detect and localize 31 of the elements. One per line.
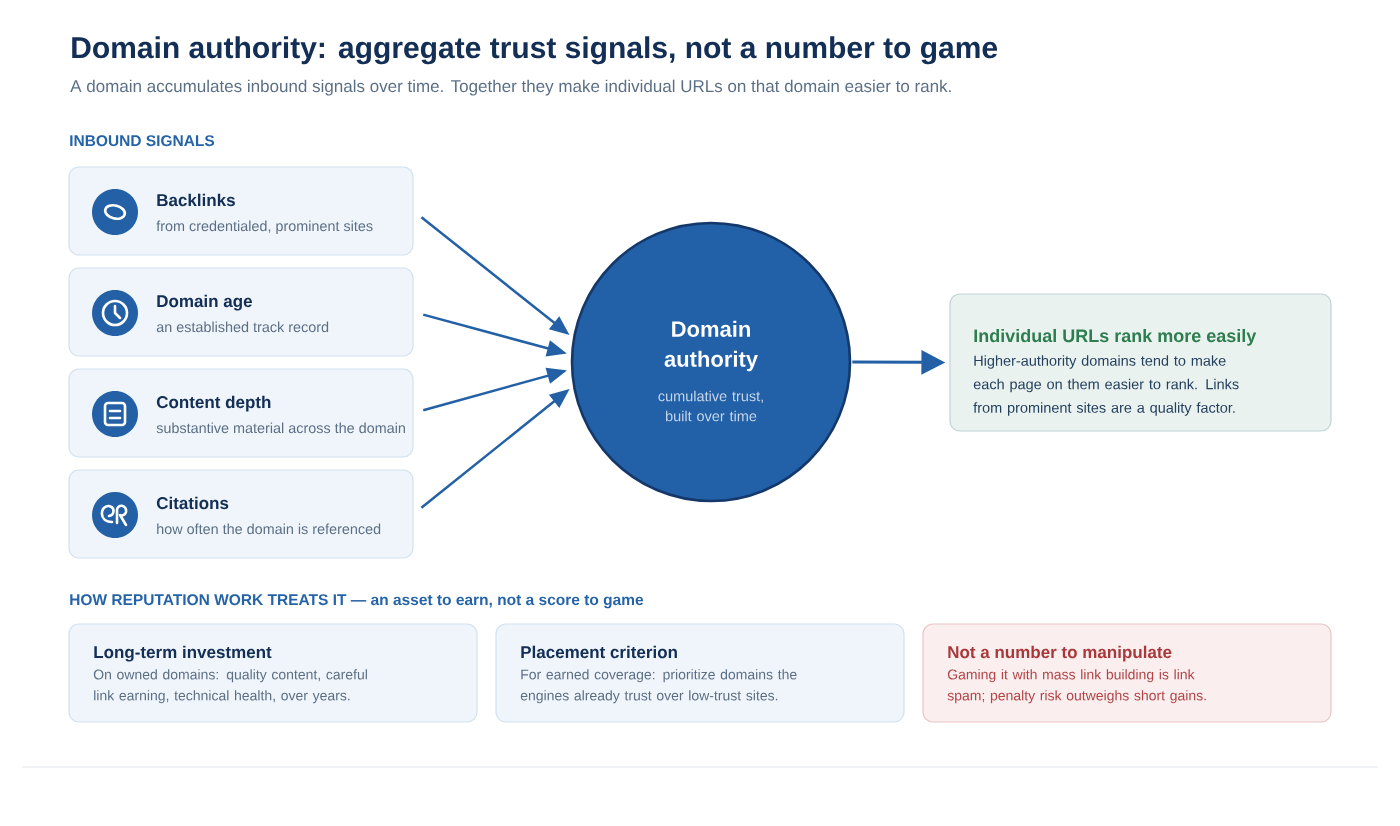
card-title: Long-term investment (94, 645, 272, 662)
card-description: how often the domain is referenced (157, 523, 381, 535)
card-title: Content depth (156, 395, 271, 412)
card-description: Higher-authority domains tend to make each page on them easier to rank. Links from prominent sites are a quality factor. (973, 355, 1239, 416)
card-title: Citations (156, 496, 229, 510)
info-card (495, 623, 905, 723)
section-heading: INBOUND SIGNALS (70, 135, 215, 147)
section-heading: HOW REPUTATION WORK TREATS IT — an asset to earn, not a score to game (70, 594, 644, 609)
card-title: Backlinks (157, 193, 235, 207)
card-description: from credentialed, prominent sites (156, 220, 373, 234)
info-card (68, 623, 478, 723)
card-description: On owned domains: quality content, careful link earning, technical health, over years. (93, 669, 367, 704)
title: Domain authority: aggregate trust signals, not a number to game (72, 36, 998, 65)
authority-circle (570, 221, 852, 503)
result-card (949, 293, 1332, 432)
card-title: Individual URLs rank more easily (974, 328, 1257, 346)
signal-card (68, 166, 414, 256)
signal-card (68, 469, 414, 559)
card-description: an established track record (156, 321, 329, 333)
card-title: Domain age (157, 294, 252, 311)
circle-subtitle: cumulative trust, built over time (658, 390, 763, 422)
card-description: For earned coverage: prioritize domains the engines already trust over low-trust sites. (520, 669, 797, 704)
card-description: Gaming it with mass link building is link spam; penalty risk outweighs short gains. (947, 669, 1206, 704)
signal-card (68, 368, 414, 458)
signal-card (68, 267, 414, 357)
card-title: Placement criterion (521, 645, 677, 659)
card-description: substantive material across the domain (156, 422, 405, 434)
warning-card (922, 623, 1332, 723)
card-title: Not a number to manipulate (948, 645, 1172, 662)
circle-title: Domain authority (664, 320, 758, 372)
subtitle: A domain accumulates inbound signals over time. Together they make individual URLs on that domain easier to rank. (70, 79, 951, 96)
